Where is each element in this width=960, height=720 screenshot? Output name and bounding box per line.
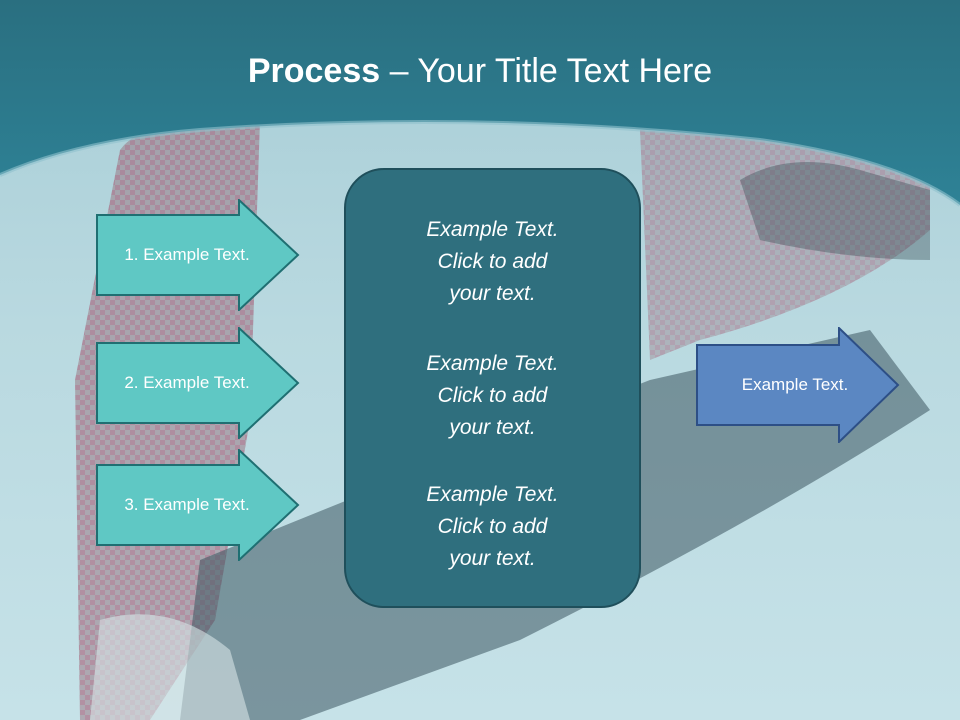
center-text-line: Click to add [437,515,548,538]
center-text-line: your text. [449,547,536,570]
center-text-line: your text. [449,416,536,439]
arrow-shape-icon [96,449,300,561]
center-text-box[interactable]: Example Text. Click to add your text. Ex… [344,168,641,608]
center-text-block-3[interactable]: Example Text. Click to add your text. [346,479,639,575]
slide-title: Process – Your Title Text Here [0,52,960,91]
center-text-line: your text. [449,282,536,305]
process-arrow-2[interactable]: 2. Example Text. [96,327,300,439]
center-text-line: Example Text. [426,218,559,241]
result-arrow-label: Example Text. [741,375,849,394]
arrow-shape-icon [96,199,300,311]
center-text-line: Example Text. [426,483,559,506]
title-rest: – Your Title Text Here [380,52,713,90]
result-arrow[interactable]: Example Text. [696,327,900,443]
center-text-line: Click to add [437,384,548,407]
process-arrow-1[interactable]: 1. Example Text. [96,199,300,311]
center-text-line: Click to add [437,250,548,273]
process-arrow-1-label: 1. Example Text. [124,245,250,264]
center-text-line: Example Text. [426,352,559,375]
center-text-block-1[interactable]: Example Text. Click to add your text. [346,214,639,310]
center-text-block-2[interactable]: Example Text. Click to add your text. [346,348,639,444]
process-arrow-3[interactable]: 3. Example Text. [96,449,300,561]
arrow-shape-icon [696,327,900,443]
process-arrow-2-label: 2. Example Text. [124,373,250,392]
title-bold: Process [247,52,381,90]
process-arrow-3-label: 3. Example Text. [124,495,250,514]
arrow-shape-icon [96,327,300,439]
